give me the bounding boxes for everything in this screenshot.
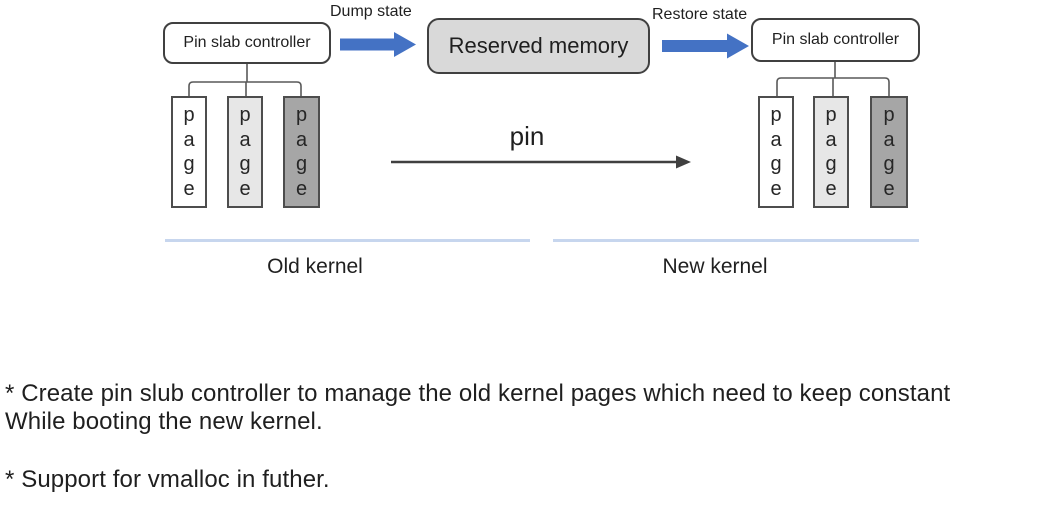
old-kernel-underline — [165, 239, 530, 242]
page-letter: e — [883, 178, 895, 201]
note-create-controller-line2: While booting the new kernel. — [5, 408, 323, 435]
page-letter: p — [295, 103, 308, 126]
pin-arrow — [391, 155, 691, 169]
old-page-box-3: p a g e — [283, 96, 320, 208]
page-letter: p — [883, 103, 895, 126]
page-letter: g — [239, 153, 251, 176]
page-letter: g — [825, 153, 837, 176]
page-letter: e — [239, 178, 251, 201]
page-letter: p — [239, 103, 251, 126]
restore-state-label: Restore state — [652, 6, 748, 23]
new-tree-connector — [776, 62, 890, 96]
page-letter: a — [295, 128, 308, 151]
new-page-box-1: p a g e — [758, 96, 794, 208]
new-kernel-label: New kernel — [662, 255, 768, 278]
notes-spacer — [5, 436, 950, 466]
page-letter: e — [770, 178, 782, 201]
dump-state-label: Dump state — [330, 3, 412, 20]
new-page-box-3: p a g e — [870, 96, 908, 208]
page-letter: a — [183, 128, 195, 151]
page-letter: e — [295, 178, 308, 201]
page-letter: a — [770, 128, 782, 151]
page-letter: p — [770, 103, 782, 126]
new-kernel-underline — [553, 239, 919, 242]
page-letter: p — [825, 103, 837, 126]
old-pin-slab-controller-box: Pin slab controller — [163, 22, 331, 64]
old-page-box-2: p a g e — [227, 96, 263, 208]
old-page-box-1: p a g e — [171, 96, 207, 208]
page-letter: e — [183, 178, 195, 201]
page-letter: e — [825, 178, 837, 201]
old-tree-connector — [188, 64, 302, 96]
page-letter: p — [183, 103, 195, 126]
page-letter: a — [825, 128, 837, 151]
note-create-controller-line1: * Create pin slub controller to manage t… — [5, 380, 951, 407]
page-letter: g — [770, 153, 782, 176]
page-letter: g — [883, 153, 895, 176]
new-page-box-2: p a g e — [813, 96, 849, 208]
page-letter: g — [295, 153, 308, 176]
pin-arrow-label: pin — [509, 121, 545, 151]
dump-state-arrow — [340, 32, 416, 57]
restore-state-arrow — [662, 33, 749, 59]
page-letter: g — [183, 153, 195, 176]
new-pin-slab-controller-box: Pin slab controller — [751, 18, 920, 62]
reserved-memory-box: Reserved memory — [427, 18, 650, 74]
note-vmalloc: * Support for vmalloc in futher. — [5, 466, 330, 493]
page-letter: a — [239, 128, 251, 151]
page-letter: a — [883, 128, 895, 151]
old-kernel-label: Old kernel — [267, 255, 363, 278]
notes-block: * Create pin slub controller to manage t… — [5, 380, 950, 494]
